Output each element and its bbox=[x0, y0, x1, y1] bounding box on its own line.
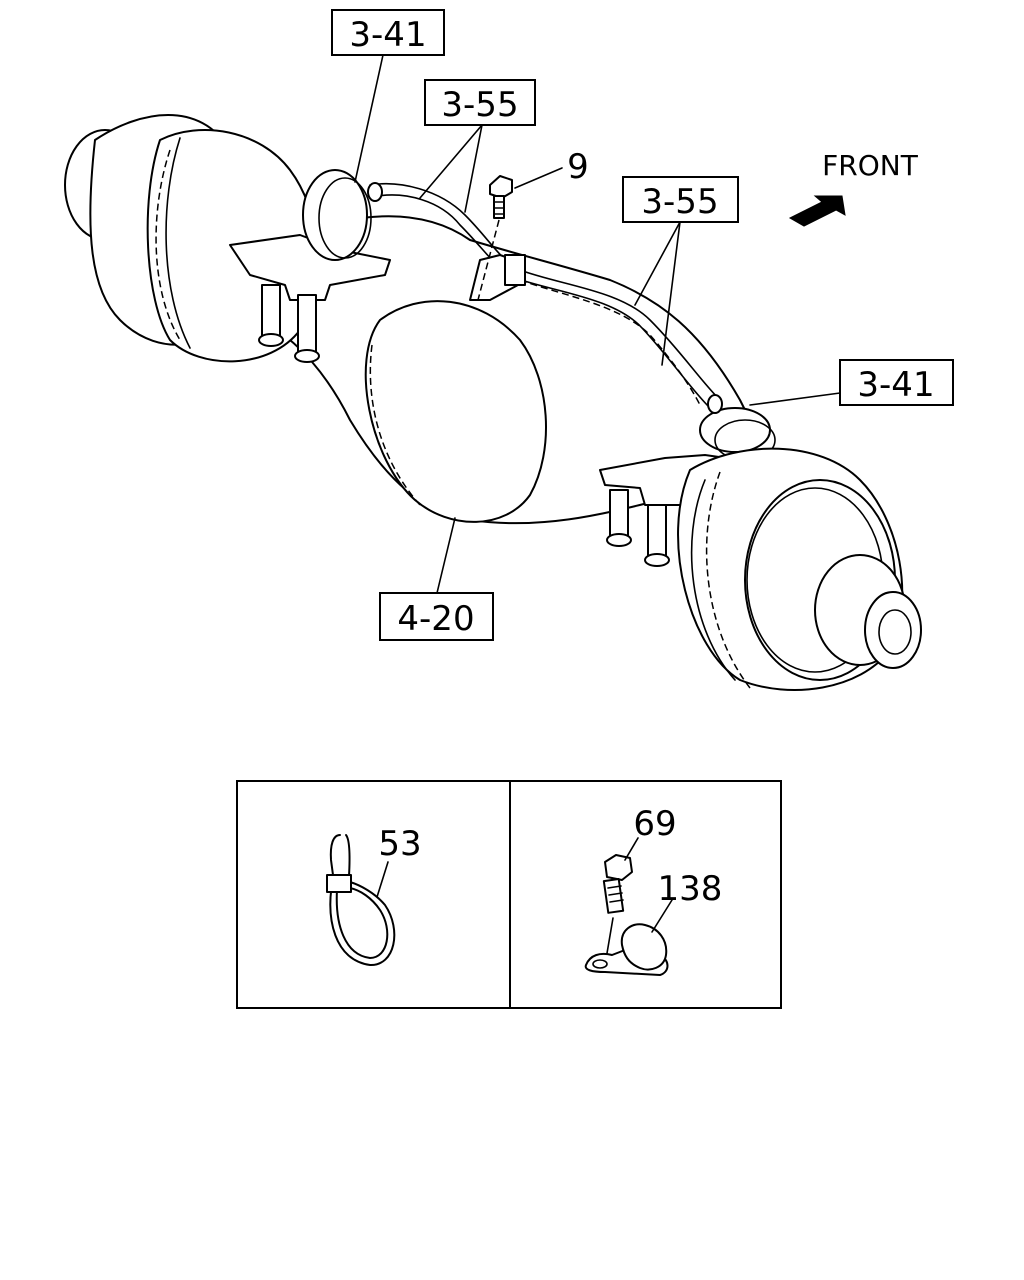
callout-3-41-right-label: 3-41 bbox=[857, 365, 934, 405]
left-flange bbox=[302, 169, 372, 261]
part-number-53: 53 bbox=[378, 824, 421, 864]
callout-3-41-top-label: 3-41 bbox=[349, 15, 426, 55]
right-spring-seat bbox=[599, 454, 741, 567]
brake-pipes bbox=[367, 182, 723, 414]
bolt-69: 69 bbox=[602, 804, 677, 914]
callout-3-55-right: 3-55 bbox=[622, 176, 739, 223]
callout-3-55-left-label: 3-55 bbox=[441, 85, 518, 125]
front-label: FRONT bbox=[822, 149, 919, 182]
right-hub bbox=[677, 447, 922, 691]
detail-inset-panel bbox=[236, 780, 782, 1009]
callout-4-20: 4-20 bbox=[379, 592, 494, 641]
part-number-9: 9 bbox=[567, 147, 589, 187]
arrow-icon bbox=[788, 195, 846, 227]
clip-138: 138 bbox=[584, 869, 723, 976]
differential-cover bbox=[364, 300, 548, 523]
part-number-138: 138 bbox=[658, 869, 723, 909]
bolt-9 bbox=[477, 175, 513, 301]
callout-4-20-label: 4-20 bbox=[397, 599, 474, 639]
leader-lines bbox=[354, 54, 841, 594]
front-indicator: FRONT bbox=[788, 149, 919, 227]
callout-3-55-right-label: 3-55 bbox=[641, 182, 718, 222]
part-number-69: 69 bbox=[633, 804, 676, 844]
cable-tie-53: 53 bbox=[326, 824, 422, 967]
callout-3-55-left: 3-55 bbox=[424, 79, 536, 126]
axle-assembly bbox=[64, 114, 922, 691]
right-flange bbox=[699, 407, 776, 461]
callout-3-41-top: 3-41 bbox=[331, 9, 445, 56]
callout-3-41-right: 3-41 bbox=[839, 359, 954, 406]
